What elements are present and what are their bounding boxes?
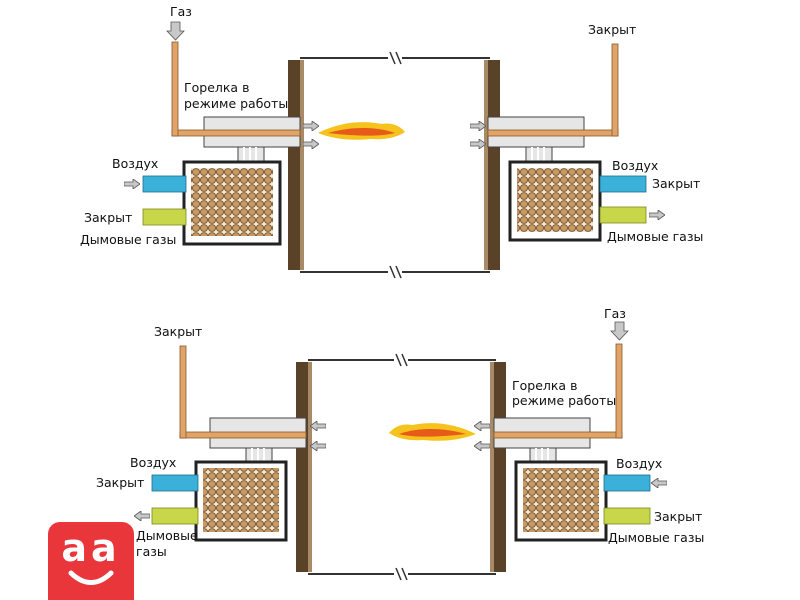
top-closed-right-label: Закрыт — [652, 176, 700, 191]
logo-text: aa — [61, 526, 121, 570]
top-air-left-label: Воздух — [112, 156, 158, 171]
bottom-air-right-label: Воздух — [616, 456, 662, 471]
bottom-closed-left-label: Закрыт — [96, 475, 144, 490]
top-flame — [318, 122, 405, 140]
bottom-closed-right-label: Закрыт — [654, 509, 702, 524]
top-right-nozzle-arrows — [470, 121, 486, 149]
bottom-closed-gas-left-label: Закрыт — [154, 324, 202, 339]
top-burner-label-line1: Горелка в — [184, 80, 249, 95]
top-furnace-chamber — [288, 50, 500, 280]
top-right-burner — [487, 43, 619, 164]
bottom-burner-label-line2: режиме работы — [512, 393, 616, 408]
bottom-flue-right-label: Дымовые газы — [608, 530, 704, 545]
top-closed-gas-right-label: Закрыт — [588, 22, 636, 37]
bottom-right-regenerator — [514, 460, 667, 542]
top-left-nozzle-arrows — [303, 121, 319, 149]
top-closed-left-label: Закрыт — [84, 210, 132, 225]
top-left-regenerator — [124, 160, 282, 246]
bottom-gas-label: Газ — [604, 306, 626, 321]
bottom-right-burner — [493, 343, 623, 465]
bottom-furnace-chamber — [296, 352, 506, 582]
bottom-left-nozzle-arrows — [310, 421, 326, 451]
top-air-right-label: Воздух — [612, 158, 658, 173]
smile-logo-icon — [68, 570, 114, 585]
site-logo: aa — [48, 522, 134, 600]
top-gas-arrow — [166, 21, 185, 41]
bottom-burner-label-line1: Горелка в — [512, 378, 577, 393]
top-flue-left-label: Дымовые газы — [80, 232, 176, 247]
top-burner-label-line2: режиме работы — [184, 96, 288, 111]
bottom-flue-left-label-line1: Дымовые — [136, 528, 198, 543]
bottom-flue-left-label-line2: газы — [136, 544, 167, 559]
top-flue-right-label: Дымовые газы — [607, 229, 703, 244]
top-scene: Газ Горелка в режиме работы Воздух Закры… — [80, 4, 703, 280]
bottom-gas-arrow — [610, 321, 629, 341]
bottom-air-left-label: Воздух — [130, 455, 176, 470]
top-right-regenerator — [508, 160, 665, 242]
bottom-left-regenerator — [134, 460, 288, 542]
bottom-left-burner — [179, 345, 307, 465]
bottom-right-nozzle-arrows — [474, 421, 490, 451]
bottom-scene: Закрыт Воздух Закрыт Дымовые газы Газ Го… — [96, 306, 704, 582]
top-gas-label: Газ — [170, 4, 192, 19]
bottom-flame — [389, 423, 476, 441]
